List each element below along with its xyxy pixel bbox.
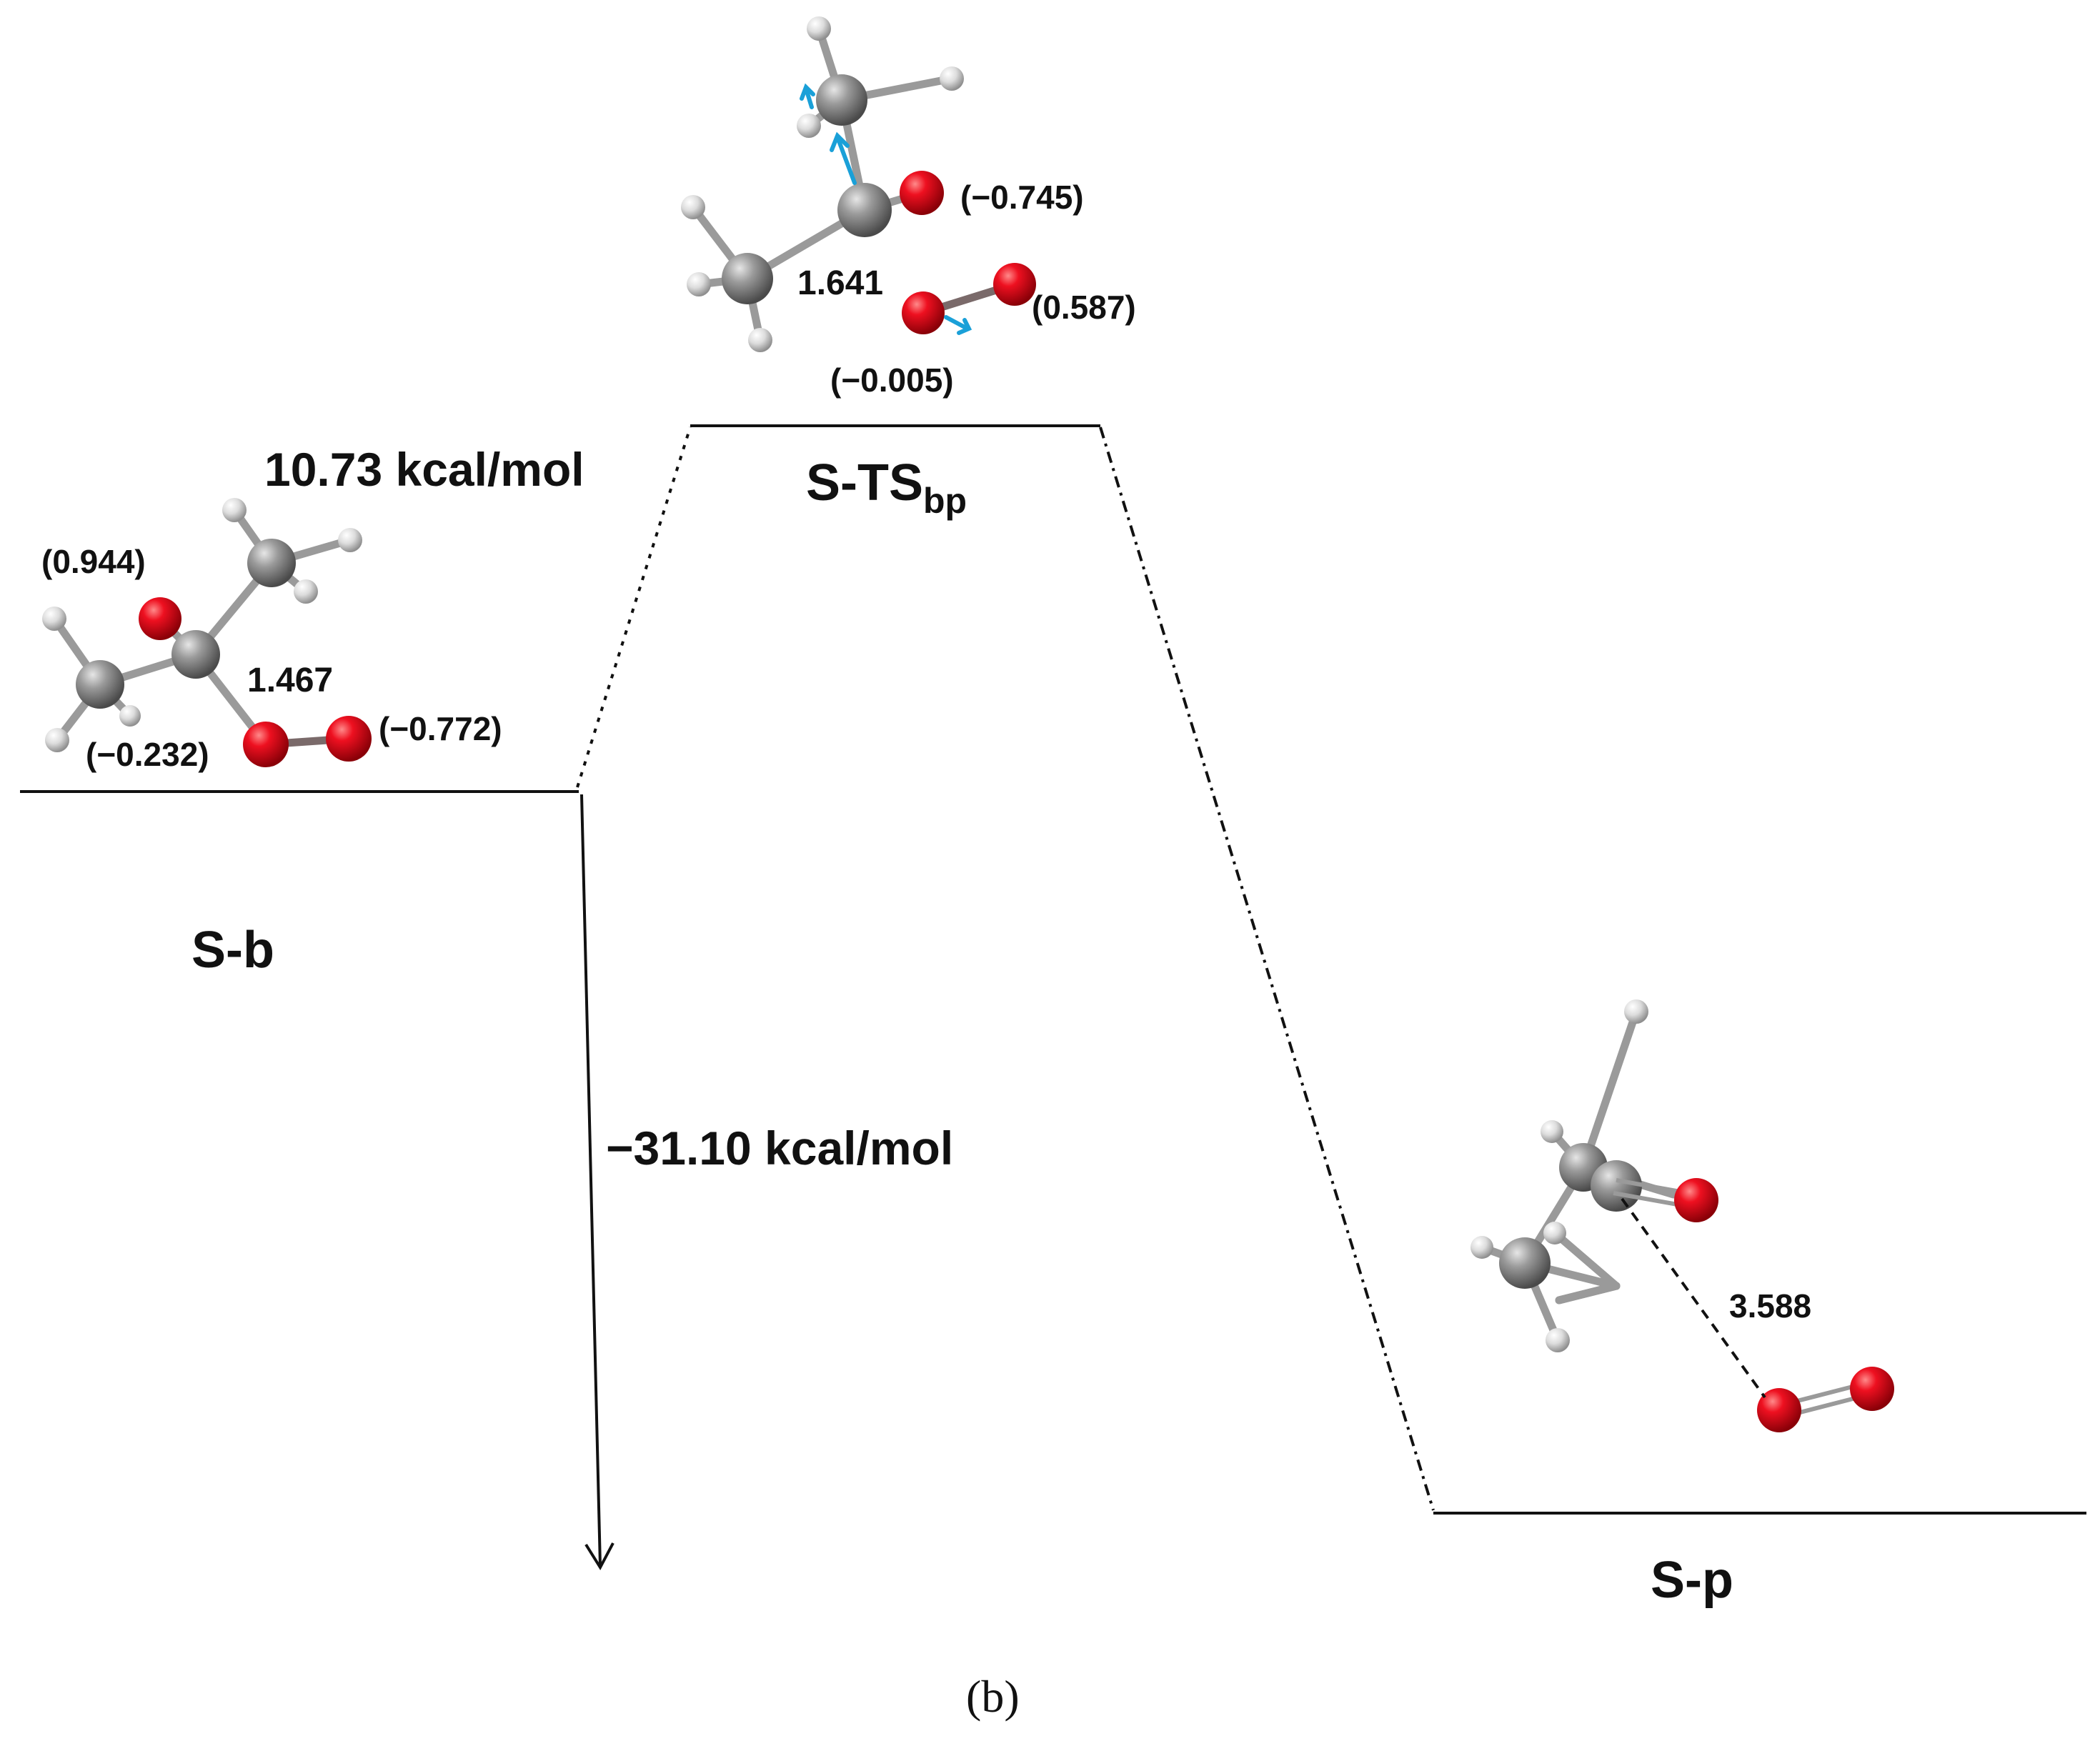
bond-length-ts: 1.641	[797, 264, 883, 302]
charge-label-b-1: (0.944)	[41, 543, 146, 580]
connector-b-to-ts	[576, 426, 692, 788]
energy-barrier-label: 10.73 kcal/mol	[264, 443, 584, 496]
distance-label-p: 3.588	[1729, 1287, 1811, 1325]
charge-label-ts-3: (−0.005)	[830, 361, 954, 399]
molecule-s-p	[1471, 999, 1894, 1432]
charge-label-ts-1: (−0.745)	[960, 179, 1084, 216]
molecule-s-ts	[681, 16, 1036, 352]
charge-label-b-2: (−0.232)	[86, 736, 209, 773]
charge-label-ts-2: (0.587)	[1032, 289, 1136, 326]
connector-ts-to-p	[1099, 426, 1435, 1511]
figure-caption: (b)	[966, 1671, 1020, 1722]
state-label-s-p: S-p	[1651, 1552, 1733, 1609]
bond-length-b: 1.467	[247, 662, 333, 699]
molecule-s-b	[42, 498, 372, 767]
reaction-energy-arrow	[580, 794, 614, 1571]
charge-label-b-3: (−0.772)	[379, 710, 502, 747]
energy-reaction-label: −31.10 kcal/mol	[606, 1122, 953, 1174]
state-label-s-ts: S-TSbp	[806, 454, 967, 521]
state-label-s-b: S-b	[191, 922, 274, 979]
